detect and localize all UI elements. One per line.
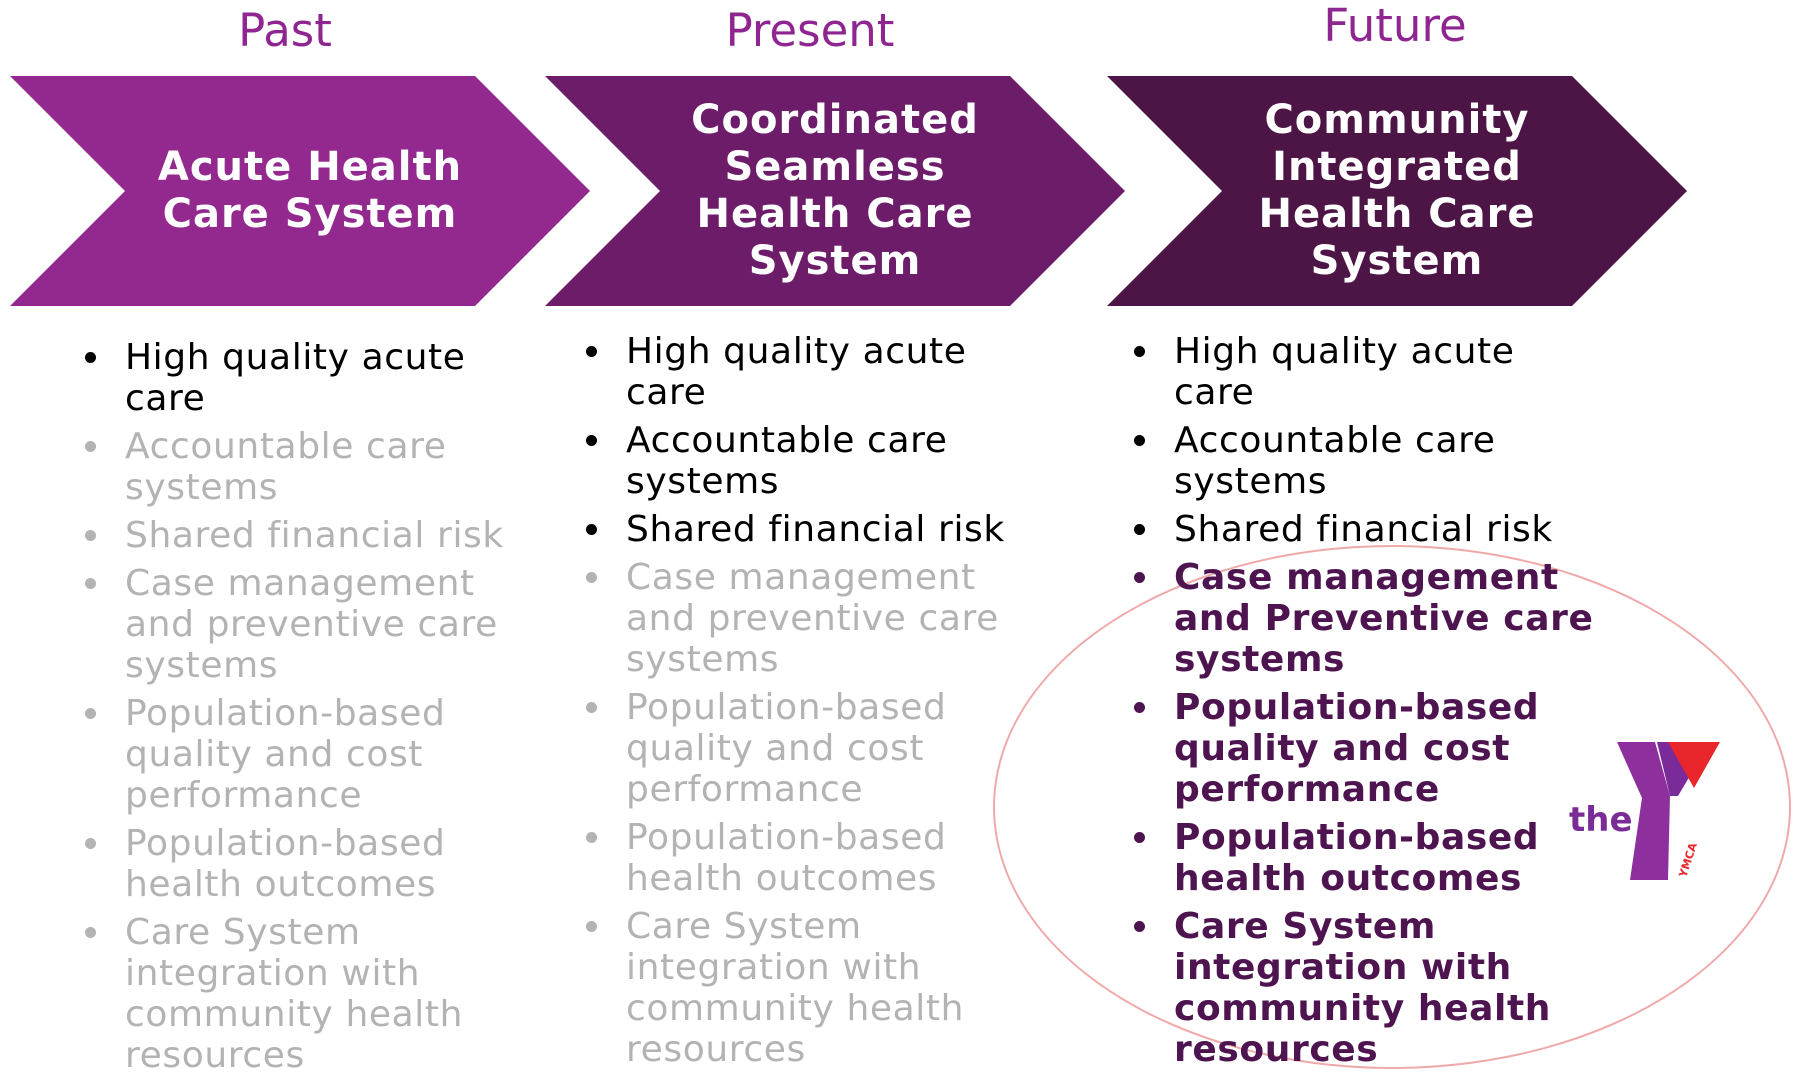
bullet-text: Shared financial risk	[125, 515, 504, 556]
chevron-past-shape	[10, 76, 590, 306]
title-line: Health Care	[1258, 191, 1536, 237]
list-item: Case management and preventive care syst…	[77, 563, 547, 686]
list-item: High quality acute care	[1126, 331, 1606, 413]
ymca-logo-icon: YMCA	[1617, 742, 1720, 880]
bullet-text: Accountable care systems	[626, 420, 948, 502]
logo-ymca-wordmark: YMCA	[1676, 841, 1700, 880]
bullet-text: Case management and Preventive care syst…	[1174, 557, 1594, 680]
bullet-text: Care System integration with community h…	[125, 912, 464, 1076]
chevron-present: Coordinated Seamless Health Care System	[545, 76, 1125, 306]
bullet-dot	[1134, 832, 1145, 843]
era-label-present: Present	[725, 4, 895, 57]
title-line: Seamless	[724, 144, 946, 190]
list-item: Care System integration with community h…	[77, 912, 547, 1076]
list-item: Shared financial risk	[578, 509, 1038, 550]
chevron-future-shape	[1107, 76, 1687, 306]
title-line: System	[1310, 238, 1484, 284]
bullet-text: Care System integration with community h…	[626, 906, 965, 1070]
bullet-dot	[1134, 346, 1145, 357]
chevron-future: Community Integrated Health Care System	[1107, 76, 1687, 306]
bullet-text: Population-based health outcomes	[626, 817, 947, 899]
bullet-text: Accountable care systems	[125, 426, 447, 508]
bullet-dot	[85, 441, 96, 452]
era-label-past: Past	[238, 4, 332, 57]
bullet-text: Shared financial risk	[1174, 509, 1553, 550]
list-item: Population-based quality and cost perfor…	[77, 693, 547, 816]
bullet-text: Population-based health outcomes	[125, 823, 446, 905]
list-item: Population-based health outcomes	[578, 817, 1038, 899]
bullet-text: Population-based quality and cost perfor…	[1174, 687, 1540, 810]
bullet-text: Population-based quality and cost perfor…	[626, 687, 947, 810]
bullet-dot	[586, 524, 597, 535]
list-item: High quality acute care	[578, 331, 1038, 413]
list-item: Care System integration with community h…	[1126, 906, 1606, 1070]
list-item: Population-based health outcomes	[1126, 817, 1606, 899]
title-line: Care System	[162, 191, 458, 237]
bullet-dot	[1134, 524, 1145, 535]
title-line: Health Care	[696, 191, 974, 237]
list-item: Accountable care systems	[578, 420, 1038, 502]
bullet-dot	[586, 346, 597, 357]
title-line: Acute Health	[157, 144, 463, 190]
bullet-dot	[85, 578, 96, 589]
logo-y-stem	[1617, 742, 1670, 880]
highlight-oval	[993, 545, 1791, 1069]
bullet-list-present: High quality acute care Accountable care…	[578, 331, 1038, 1077]
list-item: Population-based quality and cost perfor…	[1126, 687, 1606, 810]
logo-y-red-triangle	[1668, 742, 1720, 788]
era-label-future: Future	[1323, 0, 1467, 52]
bullet-text: High quality acute care	[125, 337, 466, 419]
title-line: Coordinated	[691, 97, 979, 143]
bullet-list-past: High quality acute care Accountable care…	[77, 337, 547, 1083]
bullet-text: Shared financial risk	[626, 509, 1005, 550]
list-item: Case management and Preventive care syst…	[1126, 557, 1606, 680]
bullet-dot	[85, 927, 96, 938]
bullet-text: Population-based quality and cost perfor…	[125, 693, 446, 816]
bullet-dot	[1134, 702, 1145, 713]
list-item: Accountable care systems	[77, 426, 547, 508]
chevron-past: Acute Health Care System	[10, 76, 590, 306]
bullet-list-future: High quality acute care Accountable care…	[1126, 331, 1606, 1077]
chevron-past-title: Acute Health Care System	[125, 76, 495, 306]
list-item: Population-based health outcomes	[77, 823, 547, 905]
title-line: Integrated	[1272, 144, 1522, 190]
bullet-dot	[586, 702, 597, 713]
bullet-dot	[586, 832, 597, 843]
bullet-dot	[85, 530, 96, 541]
bullet-text: Case management and preventive care syst…	[626, 557, 999, 680]
bullet-text: Accountable care systems	[1174, 420, 1496, 502]
bullet-text: Case management and preventive care syst…	[125, 563, 498, 686]
list-item: Population-based quality and cost perfor…	[578, 687, 1038, 810]
list-item: Care System integration with community h…	[578, 906, 1038, 1070]
bullet-text: Care System integration with community h…	[1174, 906, 1552, 1070]
list-item: Shared financial risk	[1126, 509, 1606, 550]
bullet-dot	[586, 921, 597, 932]
list-item: Shared financial risk	[77, 515, 547, 556]
bullet-dot	[1134, 921, 1145, 932]
bullet-dot	[85, 352, 96, 363]
bullet-text: High quality acute care	[1174, 331, 1515, 413]
bullet-dot	[1134, 435, 1145, 446]
title-line: System	[748, 238, 922, 284]
bullet-dot	[1134, 572, 1145, 583]
bullet-dot	[586, 572, 597, 583]
bullet-text: High quality acute care	[626, 331, 967, 413]
chevron-present-shape	[545, 76, 1125, 306]
list-item: Accountable care systems	[1126, 420, 1606, 502]
chevron-future-title: Community Integrated Health Care System	[1207, 76, 1587, 306]
title-line: Community	[1264, 97, 1530, 143]
bullet-text: Population-based health outcomes	[1174, 817, 1540, 899]
bullet-dot	[85, 838, 96, 849]
bullet-dot	[85, 708, 96, 719]
logo-the-text: the	[1569, 800, 1633, 840]
bullet-dot	[586, 435, 597, 446]
chevron-present-title: Coordinated Seamless Health Care System	[645, 76, 1025, 306]
list-item: Case management and preventive care syst…	[578, 557, 1038, 680]
list-item: High quality acute care	[77, 337, 547, 419]
